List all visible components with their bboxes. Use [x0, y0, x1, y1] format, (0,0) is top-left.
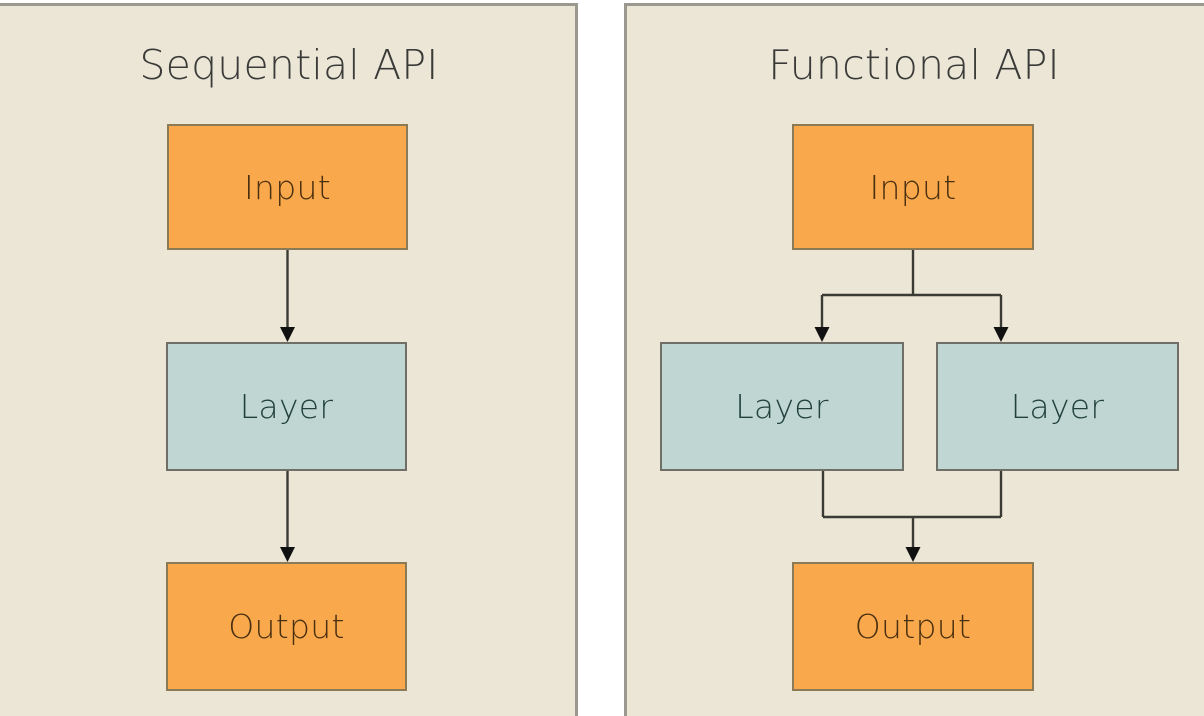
node-sequential-layer: Layer: [166, 342, 407, 471]
node-functional-output: Output: [792, 562, 1034, 691]
panel-title-functional: Functional API: [768, 41, 1060, 89]
node-label: Output: [228, 607, 345, 646]
node-functional-input: Input: [792, 124, 1034, 250]
node-functional-layer-right: Layer: [936, 342, 1179, 471]
node-label: Input: [869, 167, 957, 207]
node-label: Output: [854, 607, 972, 646]
node-sequential-input: Input: [167, 124, 408, 250]
node-label: Layer: [1010, 387, 1105, 426]
node-label: Input: [244, 167, 331, 207]
node-label: Layer: [239, 387, 334, 426]
node-label: Layer: [735, 387, 829, 426]
node-sequential-output: Output: [166, 562, 407, 691]
panel-title-sequential: Sequential API: [139, 41, 439, 89]
node-functional-layer-left: Layer: [660, 342, 904, 471]
